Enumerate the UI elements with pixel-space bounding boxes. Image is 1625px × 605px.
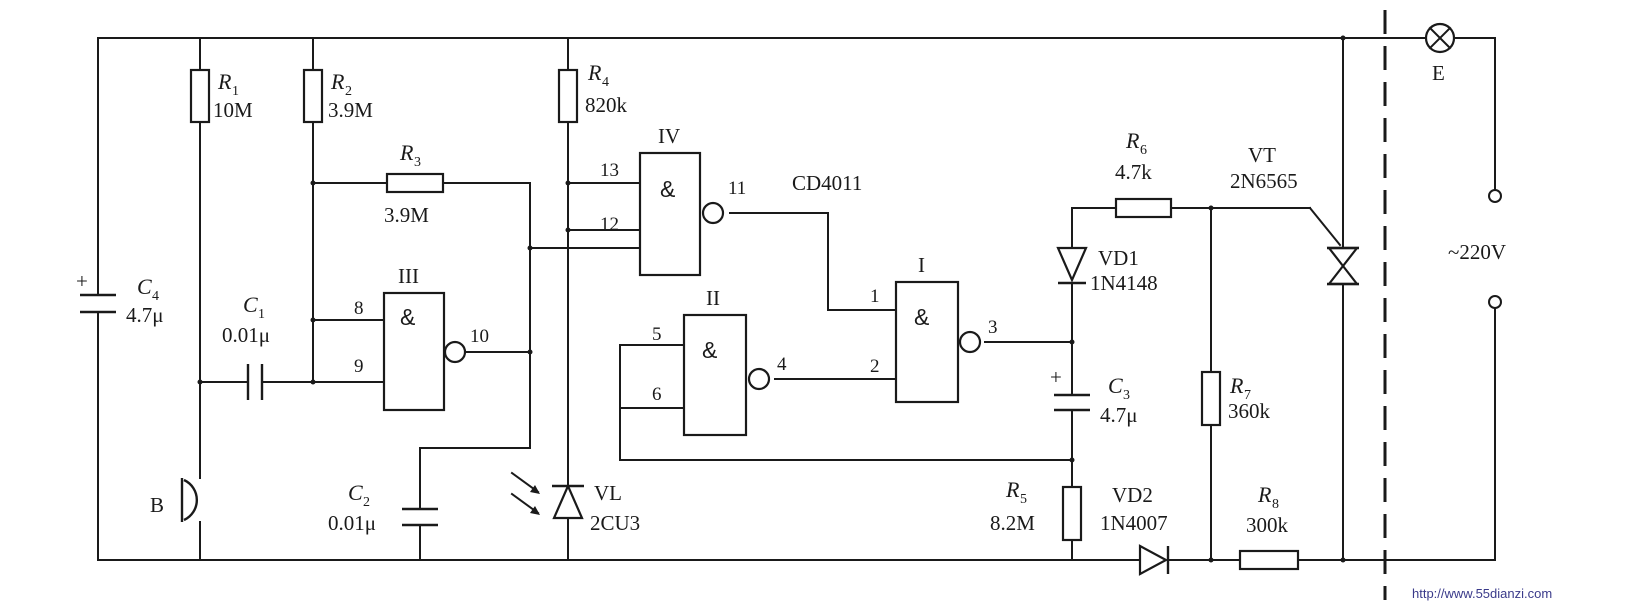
vd2-part: 1N4007 bbox=[1100, 511, 1168, 535]
r1-symbol: R bbox=[217, 69, 232, 94]
gate-i-pin-in2: 2 bbox=[870, 356, 880, 377]
diode-vd2: VD2 1N4007 bbox=[1100, 483, 1170, 576]
r2-value: 3.9M bbox=[328, 98, 373, 122]
gate-iv-pin-out: 11 bbox=[728, 178, 746, 199]
r4-subscript: 4 bbox=[602, 75, 609, 90]
diode-vd1: VD1 1N4148 bbox=[1056, 246, 1158, 295]
watermark: http://www.55dianzi.com bbox=[1412, 586, 1552, 601]
gate-iii-pin-out: 10 bbox=[470, 326, 489, 347]
r5-subscript: 5 bbox=[1020, 492, 1027, 507]
r4-symbol: R bbox=[587, 60, 602, 85]
r6-subscript: 6 bbox=[1140, 143, 1147, 158]
r7-subscript: 7 bbox=[1244, 388, 1251, 403]
vl-part: 2CU3 bbox=[590, 511, 640, 535]
r5-symbol: R bbox=[1005, 477, 1020, 502]
r8-value: 300k bbox=[1246, 513, 1289, 537]
mic-label: B bbox=[150, 493, 164, 517]
c1-subscript: 1 bbox=[258, 307, 265, 322]
vl-name: VL bbox=[594, 481, 622, 505]
gate-iv-label: IV bbox=[658, 124, 680, 148]
ic-label: CD4011 bbox=[792, 171, 862, 195]
gate-iii-symbol: & bbox=[400, 304, 415, 330]
r7-value: 360k bbox=[1228, 399, 1271, 423]
resistor-r8: R 8 300k bbox=[1238, 482, 1300, 571]
gate-iii-pin-in2: 9 bbox=[354, 356, 364, 377]
nand-gate-iv: & IV 13 12 11 bbox=[600, 124, 746, 277]
gate-iv-pin-in1: 13 bbox=[600, 160, 619, 181]
photodiode-vl: VL 2CU3 bbox=[510, 471, 640, 535]
capacitor-c4: + C 4 4.7μ bbox=[76, 269, 164, 327]
resistor-r1: R 1 10M bbox=[189, 68, 253, 124]
c1-value: 0.01μ bbox=[222, 323, 270, 347]
resistor-r4: R 4 820k bbox=[557, 60, 628, 124]
gate-i-pin-out: 3 bbox=[988, 317, 998, 338]
resistor-r6: R 6 4.7k bbox=[1114, 128, 1173, 219]
c2-symbol: C bbox=[348, 480, 363, 505]
r2-subscript: 2 bbox=[345, 84, 352, 99]
capacitor-c3: + C 3 4.7μ bbox=[1050, 365, 1138, 427]
r8-symbol: R bbox=[1257, 482, 1272, 507]
c4-plus: + bbox=[76, 269, 88, 293]
r3-value: 3.9M bbox=[384, 203, 429, 227]
resistor-r2: R 2 3.9M bbox=[302, 68, 373, 124]
capacitor-c2: C 2 0.01μ bbox=[328, 480, 438, 535]
r4-value: 820k bbox=[585, 93, 628, 117]
lamp-e: E bbox=[1424, 22, 1456, 85]
r3-subscript: 3 bbox=[414, 155, 421, 170]
c4-value: 4.7μ bbox=[126, 303, 164, 327]
r1-value: 10M bbox=[213, 98, 253, 122]
gate-ii-pin-in2: 6 bbox=[652, 384, 662, 405]
gate-iii-label: III bbox=[398, 264, 419, 288]
c3-symbol: C bbox=[1108, 373, 1123, 398]
nand-gate-i: & I 1 2 3 bbox=[870, 253, 998, 404]
gate-ii-symbol: & bbox=[702, 337, 717, 363]
r2-symbol: R bbox=[330, 69, 345, 94]
gate-iii-pin-in1: 8 bbox=[354, 298, 364, 319]
lamp-label: E bbox=[1432, 61, 1445, 85]
r7-symbol: R bbox=[1229, 373, 1244, 398]
c1-symbol: C bbox=[243, 292, 258, 317]
resistor-r7: R 7 360k bbox=[1200, 370, 1271, 427]
c3-subscript: 3 bbox=[1123, 388, 1130, 403]
ac-supply: ~220V bbox=[1448, 189, 1506, 309]
c2-value: 0.01μ bbox=[328, 511, 376, 535]
microphone-b: B bbox=[150, 478, 198, 522]
c3-plus: + bbox=[1050, 365, 1062, 389]
r5-value: 8.2M bbox=[990, 511, 1035, 535]
wiring bbox=[97, 37, 1496, 561]
r1-subscript: 1 bbox=[232, 84, 239, 99]
junction-dots bbox=[197, 35, 1346, 563]
vd1-part: 1N4148 bbox=[1090, 271, 1158, 295]
gate-iv-pin-in2: 12 bbox=[600, 214, 619, 235]
gate-i-symbol: & bbox=[914, 304, 929, 330]
c2-subscript: 2 bbox=[363, 495, 370, 510]
nand-gate-iii: & III 8 9 10 bbox=[354, 264, 489, 412]
r6-symbol: R bbox=[1125, 128, 1140, 153]
gate-ii-pin-in1: 5 bbox=[652, 324, 662, 345]
gate-i-label: I bbox=[918, 253, 925, 277]
gate-i-pin-in1: 1 bbox=[870, 286, 880, 307]
resistor-r5: R 5 8.2M bbox=[990, 477, 1083, 542]
gate-ii-label: II bbox=[706, 286, 720, 310]
vt-name: VT bbox=[1248, 143, 1276, 167]
r6-value: 4.7k bbox=[1115, 160, 1152, 184]
c4-symbol: C bbox=[137, 274, 152, 299]
triac-vt: VT 2N6565 bbox=[1230, 143, 1360, 286]
gate-ii-pin-out: 4 bbox=[777, 354, 787, 375]
c3-value: 4.7μ bbox=[1100, 403, 1138, 427]
vt-part: 2N6565 bbox=[1230, 169, 1298, 193]
gate-iv-symbol: & bbox=[660, 176, 675, 202]
r3-symbol: R bbox=[399, 140, 414, 165]
vd2-name: VD2 bbox=[1112, 483, 1153, 507]
vd1-name: VD1 bbox=[1098, 246, 1139, 270]
nand-gate-ii: & II 5 6 4 bbox=[652, 286, 787, 437]
resistor-r3: R 3 3.9M bbox=[384, 140, 445, 227]
c4-subscript: 4 bbox=[152, 289, 159, 304]
capacitor-c1: C 1 0.01μ bbox=[222, 292, 270, 400]
supply-label: ~220V bbox=[1448, 240, 1506, 264]
r8-subscript: 8 bbox=[1272, 497, 1279, 512]
